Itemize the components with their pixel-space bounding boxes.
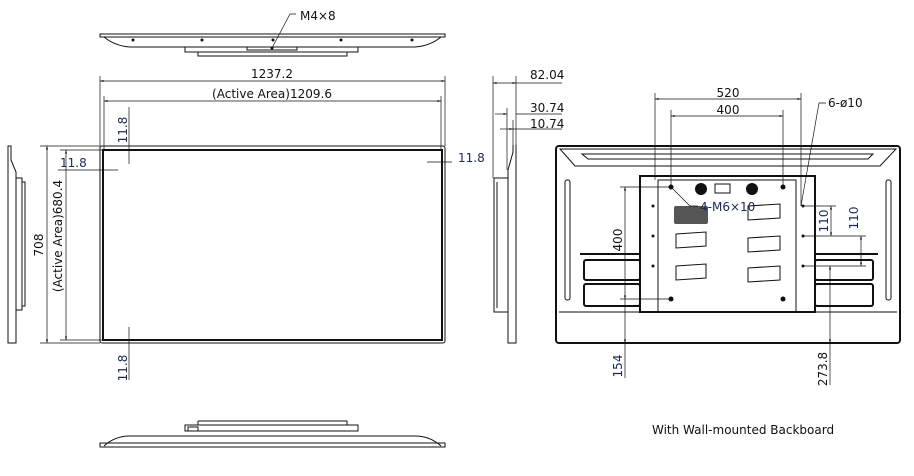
label-bezel-left: 11.8 [60,156,87,170]
back-view: 520 400 6-ø10 4-M6×10 400 110 110 154 27… [555,86,901,386]
label-bezel-top: 11.8 [116,117,130,144]
label-overall-width: 1237.2 [251,67,293,81]
left-side-view [7,145,26,344]
label-vesa-inner-width: 400 [717,103,740,117]
label-depth-mid: 30.74 [530,101,564,115]
label-screw-top: M4×8 [300,9,336,23]
label-holes-note: 6-ø10 [828,96,863,110]
label-active-width: (Active Area)1209.6 [212,87,332,101]
label-bezel-bottom: 11.8 [116,355,130,382]
bottom-view [99,420,446,448]
label-bezel-right: 11.8 [458,151,485,165]
label-screws-note: 4-M6×10 [700,200,755,214]
label-bottom-offset-right: 273.8 [816,352,830,386]
label-depth-total: 82.04 [530,68,564,82]
front-view: 1237.2 (Active Area)1209.6 11.8 11.8 11.… [32,67,485,381]
side-view: 82.04 30.74 10.74 [492,68,564,344]
label-bottom-offset-left: 154 [611,355,625,378]
label-hole-spacing-2: 110 [847,207,861,230]
label-vesa-height: 400 [611,229,625,252]
label-hole-spacing-1: 110 [817,210,831,233]
caption: With Wall-mounted Backboard [652,423,834,437]
label-overall-height: 708 [32,234,46,257]
label-active-height: (Active Area)680.4 [51,180,65,292]
label-vesa-outer-width: 520 [717,86,740,100]
top-view: M4×8 [99,9,446,57]
label-depth-thin: 10.74 [530,117,564,131]
